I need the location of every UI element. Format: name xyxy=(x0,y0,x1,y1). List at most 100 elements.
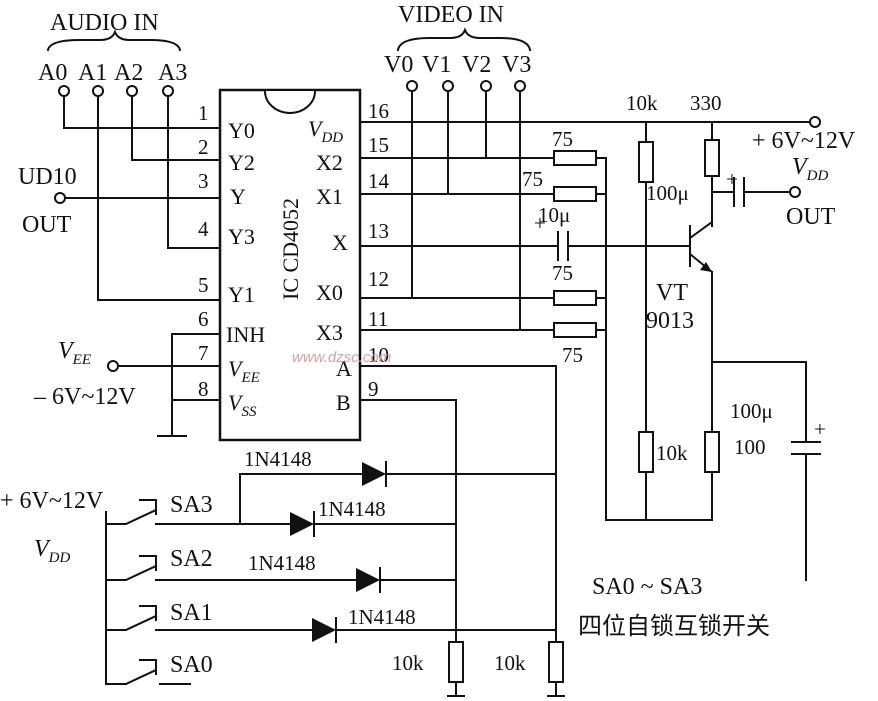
r-b-label: 10k xyxy=(392,651,424,675)
ic-pin-num-11: 11 xyxy=(368,307,388,331)
ic-pin-num-13: 13 xyxy=(368,219,389,243)
vdd-range-label: + 6V~12V xyxy=(752,128,856,154)
r75-label-3: 75 xyxy=(552,261,573,285)
diode-4-label: 1N4148 xyxy=(348,605,416,629)
video-input-v3: V3 xyxy=(502,52,531,78)
ic-pin-name-vss: VSS xyxy=(228,390,257,420)
switch-sa0-knob xyxy=(139,659,157,675)
switch-sa2-knob xyxy=(139,555,157,571)
c-emitter-label: 100μ xyxy=(730,399,773,423)
terminal-vee xyxy=(107,360,119,372)
ic-pin-num-5: 5 xyxy=(198,273,209,297)
ic-pin-name-y1: Y1 xyxy=(228,282,255,307)
switch-network xyxy=(105,461,557,686)
ic-pin-num-9: 9 xyxy=(368,377,379,401)
ic-pin-num-4: 4 xyxy=(198,217,209,241)
terminal-v1 xyxy=(442,80,454,92)
r75-label-4: 75 xyxy=(562,343,583,367)
ic-pin-name-y: Y xyxy=(230,184,246,209)
video-wires xyxy=(359,80,691,521)
terminal-a0 xyxy=(58,85,70,97)
r-collector-label: 330 xyxy=(690,91,722,115)
audio-brace xyxy=(46,29,182,52)
ic-pin-name-inh: INH xyxy=(226,322,265,347)
video-brace xyxy=(396,27,532,52)
ud-out-label-top: UD10 xyxy=(18,164,77,190)
switch-sa0-label: SA0 xyxy=(170,652,213,678)
r-base-low-label: 10k xyxy=(656,441,688,465)
vdd-label: VDD xyxy=(792,154,829,184)
audio-in-heading: AUDIO IN xyxy=(50,10,159,36)
ic-pin-num-15: 15 xyxy=(368,133,389,157)
switch-sa1-label: SA1 xyxy=(170,600,213,626)
c-out-label: 100μ xyxy=(646,181,689,205)
vout-label: OUT xyxy=(786,204,836,230)
terminal-a3 xyxy=(162,85,174,97)
resistor-330-collector xyxy=(704,139,720,177)
diode-1-label: 1N4148 xyxy=(244,447,312,471)
r-emitter-label: 100 xyxy=(734,435,766,459)
ud-out-label-bottom: OUT xyxy=(22,212,72,238)
vee-range-label: – 6V~12V xyxy=(33,384,136,410)
output-stage xyxy=(359,116,821,581)
ic-pin-num-14: 14 xyxy=(368,169,390,193)
terminal-vout xyxy=(789,186,801,198)
ic-pin-name-y0: Y0 xyxy=(228,118,255,143)
r-bias-label: 10k xyxy=(626,91,658,115)
r-a-label: 10k xyxy=(494,651,526,675)
diode-4-body xyxy=(312,618,336,642)
switch-supply-label: + 6V~12V xyxy=(0,488,104,514)
switch-vdd-label: VDD xyxy=(34,536,71,566)
diode-3-body xyxy=(356,568,380,592)
audio-input-a2: A2 xyxy=(114,60,143,86)
ic-pin-num-1: 1 xyxy=(198,101,209,125)
resistor-75-x2 xyxy=(553,150,597,166)
terminal-a1 xyxy=(92,85,104,97)
switch-note-line1: SA0 ~ SA3 xyxy=(592,574,702,600)
ic-pin-num-16: 16 xyxy=(368,99,389,123)
ic-notch xyxy=(264,90,316,114)
ic-pin-name-a: A xyxy=(336,356,352,381)
ic-pin-num-2: 2 xyxy=(198,135,209,159)
terminal-vdd xyxy=(809,116,821,128)
c-emitter-plus: + xyxy=(814,417,826,441)
terminal-v2 xyxy=(480,80,492,92)
resistor-10k-bias-bottom xyxy=(638,431,654,473)
r75-label-1: 75 xyxy=(552,127,573,151)
ic-pin-num-7: 7 xyxy=(198,341,209,365)
c-in-plus: + xyxy=(534,211,546,235)
ic-pin-num-10: 10 xyxy=(368,343,389,367)
switch-sa1-knob xyxy=(139,605,157,621)
diode-2-label: 1N4148 xyxy=(318,497,386,521)
audio-wires xyxy=(54,85,221,301)
r75-label-2: 75 xyxy=(522,167,543,191)
ic-pin-name-x0: X0 xyxy=(316,280,343,305)
switch-sa2-label: SA2 xyxy=(170,546,213,572)
audio-input-a3: A3 xyxy=(158,60,187,86)
ic-pin-num-8: 8 xyxy=(198,377,209,401)
ic-pin-name-x2: X2 xyxy=(316,150,343,175)
switch-sa3-knob xyxy=(139,499,157,515)
ic-pin-name-x1: X1 xyxy=(316,184,343,209)
transistor-type-label: VT xyxy=(656,280,688,306)
video-input-v0: V0 xyxy=(384,52,413,78)
audio-input-a1: A1 xyxy=(78,60,107,86)
emitter-arrow xyxy=(700,262,712,272)
watermark: www.dzsc.com xyxy=(292,349,391,366)
ic-pin-name-y3: Y3 xyxy=(228,224,255,249)
video-input-v2: V2 xyxy=(462,52,491,78)
resistor-75-x0 xyxy=(553,290,597,306)
resistor-100-emitter xyxy=(704,431,720,473)
diode-2-body xyxy=(290,512,314,536)
video-input-v1: V1 xyxy=(422,52,451,78)
audio-input-a0: A0 xyxy=(38,60,67,86)
ic-pin-num-3: 3 xyxy=(198,169,209,193)
ic-pin-name-y2: Y2 xyxy=(228,150,255,175)
ic-pin-name-vdd: VDD xyxy=(308,116,343,146)
ic-pin-num-6: 6 xyxy=(198,307,209,331)
switch-note-line2: 四位自锁互锁开关 xyxy=(578,613,770,640)
ic-pin-name-b: B xyxy=(336,390,351,415)
ic-pin-name-vee: VEE xyxy=(228,356,260,386)
